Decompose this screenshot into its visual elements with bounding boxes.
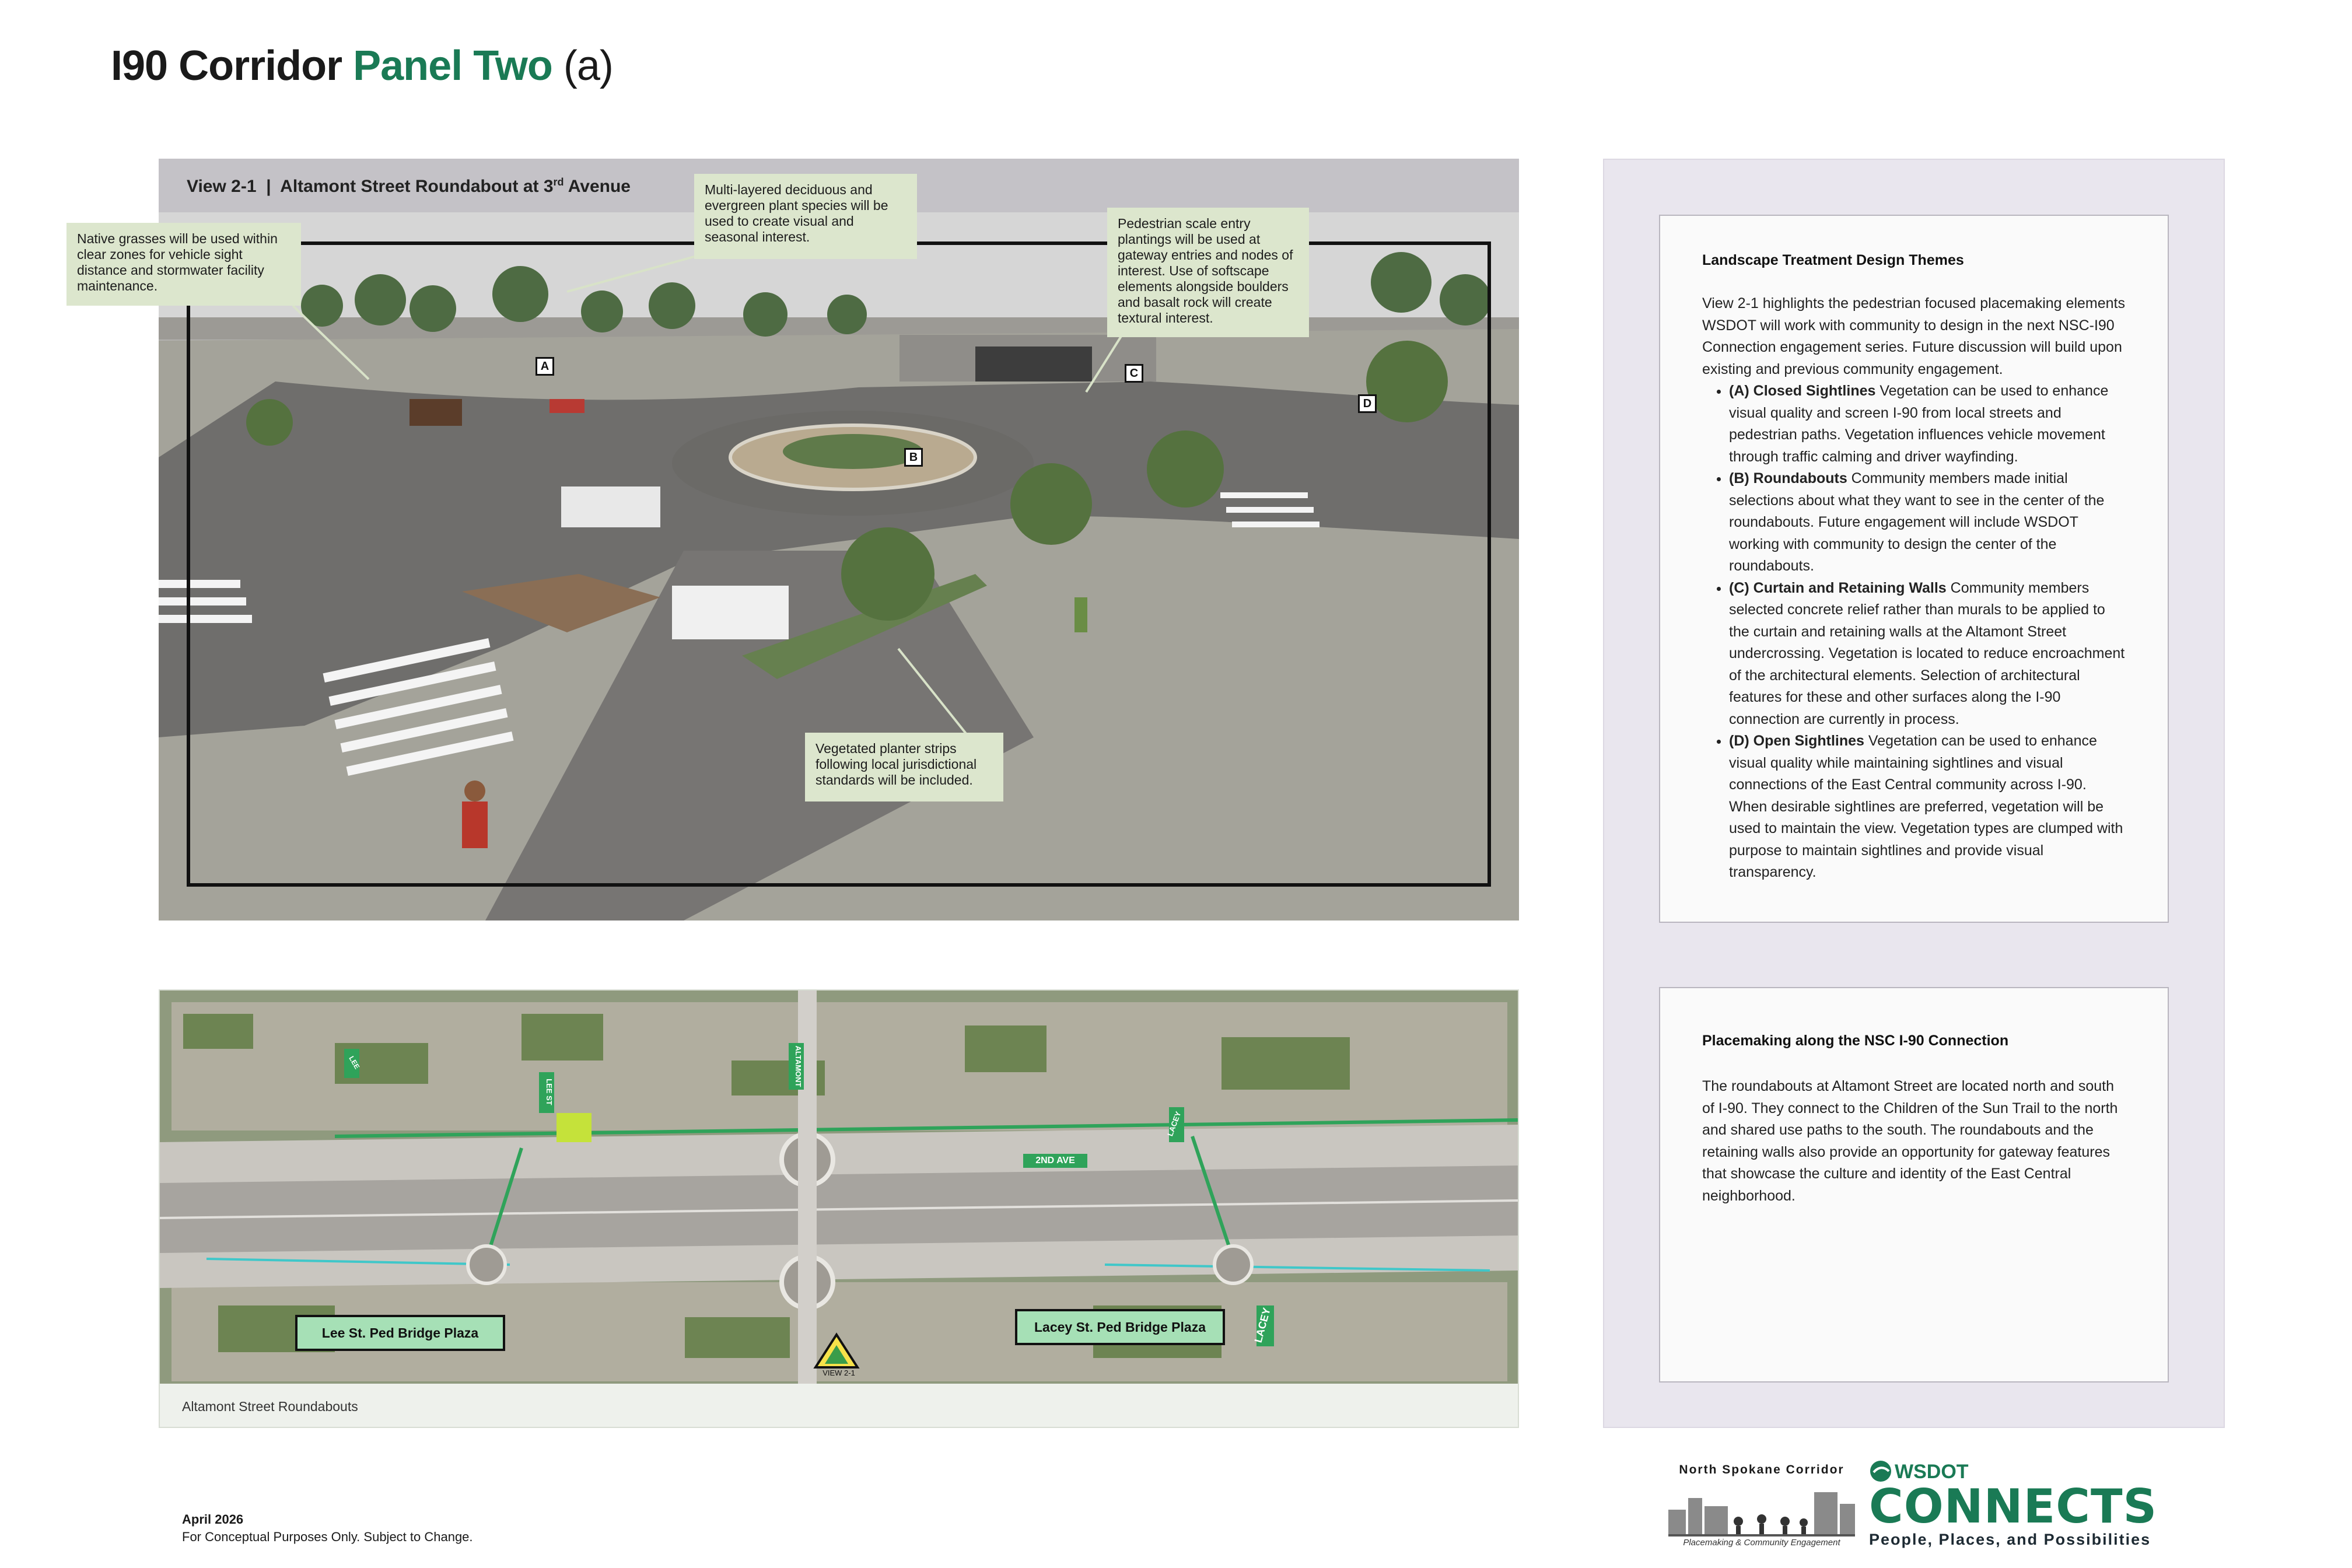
render-title: View 2-1 | Altamont Street Roundabout at… [187, 176, 631, 197]
callout-multi-layered: Multi-layered deciduous and evergreen pl… [694, 174, 917, 259]
theme-item-a: (A) Closed Sightlines Vegetation can be … [1729, 380, 2128, 468]
wsdot-wordmark: WSDOT [1895, 1461, 1969, 1483]
view-location: Altamont Street Roundabout at 3 [280, 177, 554, 196]
aerial-map [160, 991, 1518, 1384]
theme-item-d: (D) Open Sightlines Vegetation can be us… [1729, 730, 2128, 884]
placemaking-box: Placemaking along the NSC I-90 Connectio… [1659, 987, 2169, 1382]
callout-leaders [292, 256, 1144, 736]
design-themes-body: View 2-1 highlights the pedestrian focus… [1702, 293, 2128, 884]
wsdot-connects-logo: WSDOT CONNECTS People, Places, and Possi… [1869, 1458, 2196, 1552]
callout-planter-strips: Vegetated planter strips following local… [805, 733, 1003, 802]
callout-pedestrian-scale: Pedestrian scale entry plantings will be… [1107, 208, 1309, 337]
view-location-sup: rd [553, 176, 564, 188]
nsc-logo-name: North Spokane Corridor [1679, 1463, 1845, 1476]
page-title: I90 Corridor Panel Two (a) [111, 42, 614, 90]
callout-native-grasses: Native grasses will be used within clear… [66, 223, 301, 306]
design-themes-intro: View 2-1 highlights the pedestrian focus… [1702, 295, 2125, 377]
street-label-2nd-ave: 2ND AVE [1035, 1156, 1075, 1166]
footer-disclaimer: For Conceptual Purposes Only. Subject to… [182, 1530, 473, 1544]
title-accent: Panel Two [353, 43, 553, 89]
title-main: I90 Corridor [111, 43, 342, 89]
nsc-logo: North Spokane Corridor Placemaking & Com… [1664, 1463, 1860, 1550]
lacey-plaza-label: Lacey St. Ped Bridge Plaza [1015, 1309, 1225, 1345]
lee-plaza-label: Lee St. Ped Bridge Plaza [295, 1315, 505, 1351]
street-label-altamont: ALTAMONT [794, 1045, 803, 1087]
title-suffix: (a) [563, 43, 614, 89]
title-separator: | [266, 177, 271, 196]
theme-item-c: (C) Curtain and Retaining Walls Communit… [1729, 578, 2128, 731]
view-tag: VIEW 2-1 [822, 1368, 855, 1377]
design-themes-box: Landscape Treatment Design Themes View 2… [1659, 215, 2169, 923]
marker-b: B [904, 448, 923, 467]
connects-tagline: People, Places, and Possibilities [1869, 1531, 2151, 1548]
marker-d: D [1358, 394, 1377, 413]
design-themes-list: (A) Closed Sightlines Vegetation can be … [1702, 380, 2128, 884]
aerial-caption: Altamont Street Roundabouts [182, 1399, 358, 1414]
nsc-skyline-icon [1668, 1492, 1855, 1536]
placemaking-title: Placemaking along the NSC I-90 Connectio… [1702, 1032, 2009, 1049]
nsc-logo-tagline: Placemaking & Community Engagement [1683, 1538, 1840, 1548]
placemaking-body: The roundabouts at Altamont Street are l… [1702, 1078, 2118, 1204]
design-themes-title: Landscape Treatment Design Themes [1702, 252, 1964, 268]
render-panel: View 2-1 | Altamont Street Roundabout at… [159, 159, 1519, 921]
view-location-end: Avenue [564, 177, 631, 196]
wsdot-emblem-icon [1870, 1461, 1891, 1482]
connects-wordmark: CONNECTS [1869, 1479, 2158, 1534]
view-label: View 2-1 [187, 177, 257, 196]
street-label-lee: LEE ST [545, 1079, 554, 1105]
marker-c: C [1125, 364, 1143, 383]
aerial-panel: 2ND AVE ALTAMONT LEE ST LACEY LACEY LEE … [159, 989, 1519, 1428]
marker-a: A [536, 357, 554, 376]
theme-item-b: (B) Roundabouts Community members made i… [1729, 468, 2128, 578]
footer-date: April 2026 [182, 1512, 244, 1527]
side-panel: Landscape Treatment Design Themes View 2… [1603, 159, 2225, 1428]
